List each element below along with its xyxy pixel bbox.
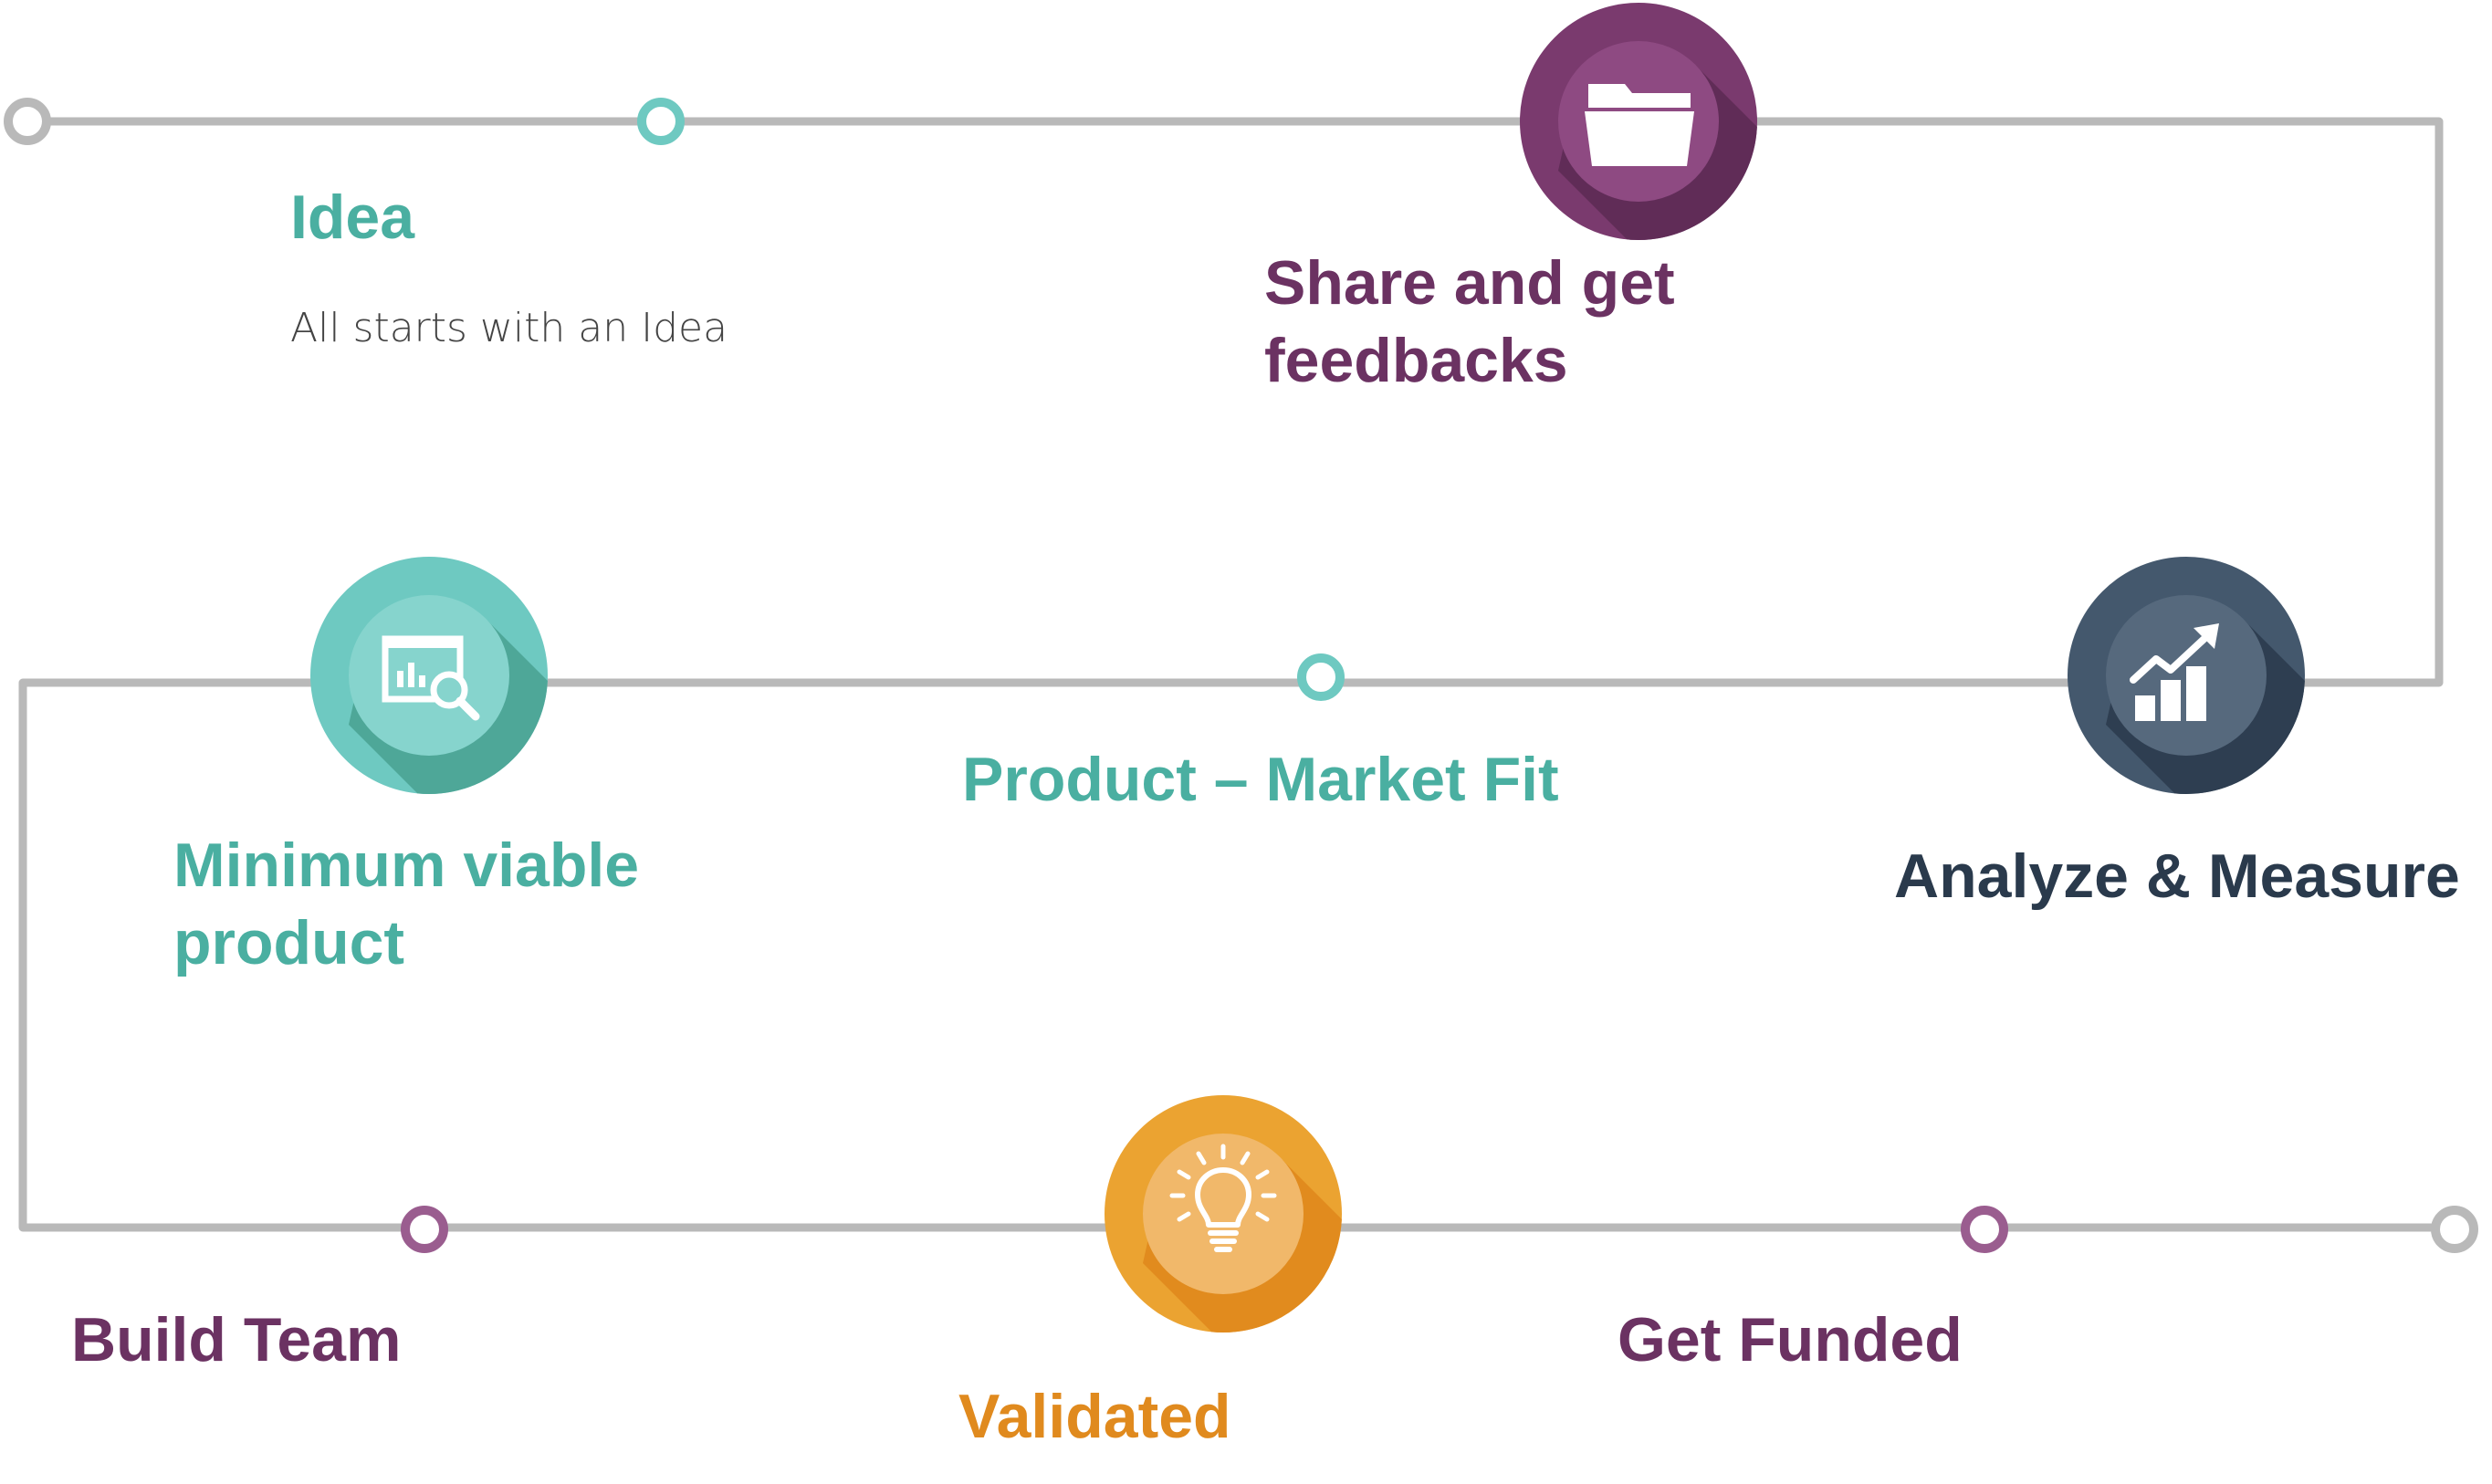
get-funded-title: Get Funded [1618,1305,1963,1374]
build-team-node [401,1206,448,1253]
lightbulb-icon [1169,1144,1277,1252]
validated-title: Validated [958,1382,1231,1451]
product-market-fit-title: Product – Market Fit [962,745,1559,814]
start-node [4,98,51,145]
folder-icon [1585,84,1694,166]
validated-badge [1105,1095,1342,1332]
get-funded-node [1961,1206,2008,1253]
analyze-measure-title: Analyze & Measure [1894,841,2460,911]
product-market-fit-node [1297,653,1345,701]
share-feedback-title: Share and get feedbacks [1264,248,1675,395]
end-node [2431,1206,2478,1253]
idea-description: All starts with an Idea [290,305,728,351]
mvp-badge [310,557,548,794]
idea-node [637,98,685,145]
idea-title: Idea [290,183,415,252]
share-feedback-badge [1520,3,1757,240]
report-search-icon [382,635,480,721]
mvp-title: Minimum viable product [173,831,640,977]
build-team-title: Build Team [71,1305,402,1374]
growth-chart-icon [2130,623,2219,721]
analyze-measure-badge [2068,557,2305,794]
